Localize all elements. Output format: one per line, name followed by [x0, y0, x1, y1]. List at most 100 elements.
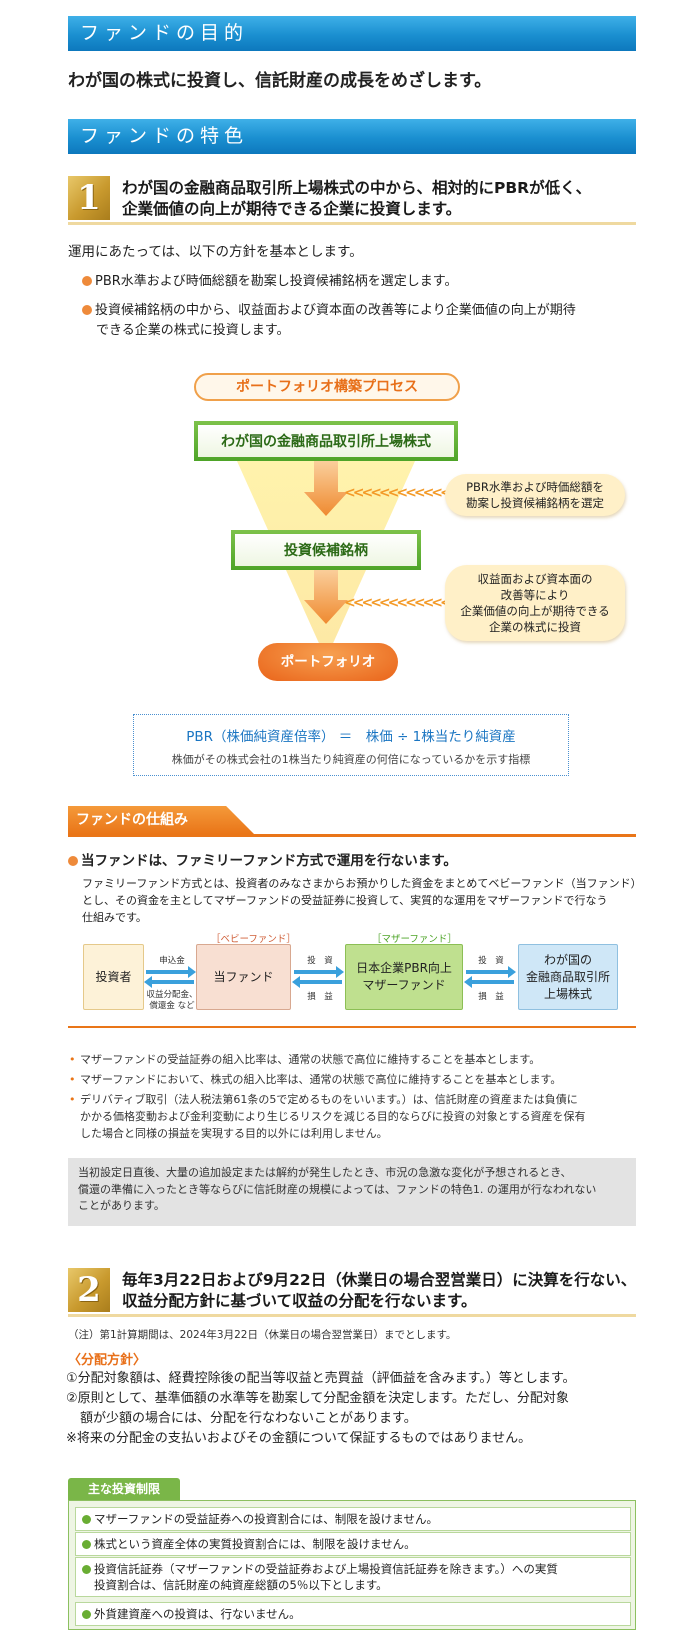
note-item: デリバティブ取引（法人税法第61条の5で定めるものをいいます。）は、信託財産の資…	[68, 1091, 640, 1142]
chevron-left-icon: <<<<<<<<<<<<	[344, 595, 452, 611]
note-item: マザーファンドにおいて、株式の組入比率は、通常の状態で高位に維持することを基本と…	[68, 1071, 640, 1088]
limit-text: 外貨建資産への投資は、行ないません。	[94, 1607, 301, 1621]
caveat-line: 償還の準備に入ったとき等ならびに信託財産の規模によっては、ファンドの特色1. の…	[78, 1182, 597, 1196]
note-line: 勘案し投資候補銘柄を選定	[466, 496, 604, 510]
purpose-text: わが国の株式に投資し、信託財産の成長をめざします。	[68, 71, 492, 91]
feature-2-title-line2: 収益分配方針に基づいて収益の分配を行ないます。	[122, 1292, 477, 1310]
step-listed-stocks-label: わが国の金融商品取引所上場株式	[198, 425, 454, 457]
limit-item: マザーファンドの受益証券への投資割合には、制限を設けません。	[75, 1507, 631, 1531]
down-arrow-icon	[304, 566, 348, 624]
bullet-dot-icon	[82, 305, 92, 315]
mother-fund-line: 日本企業PBR向上	[356, 961, 452, 975]
desc-line: 仕組みです。	[82, 911, 147, 924]
bullet-dot-icon	[68, 856, 78, 866]
feature-1-rule	[68, 222, 636, 225]
arrow-left-icon	[144, 976, 194, 988]
step-listed-stocks: わが国の金融商品取引所上場株式	[194, 421, 458, 461]
arrow-right-icon	[466, 966, 516, 978]
limit-text-cont: 投資割合は、信託財産の純資産総額の5％以下とします。	[94, 1578, 388, 1592]
note-line: 収益面および資本面の	[477, 572, 593, 586]
baby-fund-box: 当ファンド	[196, 944, 291, 1010]
policy-line: 額が少額の場合には、分配を行なわないことがあります。	[80, 1411, 417, 1426]
bullet-dot-icon	[82, 276, 92, 286]
chevron-left-icon: <<<<<<<<<<<<	[344, 485, 452, 501]
investor-box: 投資者	[83, 944, 144, 1010]
feature-2-title: 毎年3月22日および9月22日（休業日の場合翌営業日）に決算を行ない、 収益分配…	[122, 1270, 636, 1312]
features-heading: ファンドの特色	[68, 119, 636, 154]
mechanism-rule-bottom	[68, 1026, 636, 1028]
desc-line: ファミリーファンド方式とは、投資者のみなさまからお預かりした資金をまとめてベビー…	[82, 877, 642, 890]
limit-text: 投資信託証券（マザーファンドの受益証券および上場投資信託証券を除きます。）への実…	[94, 1562, 558, 1576]
note-line: 企業の株式に投資	[489, 620, 581, 634]
bullet-dot-icon	[82, 1610, 91, 1619]
feature-2-rule	[68, 1314, 636, 1317]
bullet-dot-icon	[82, 1565, 91, 1574]
note-line: PBR水準および時価総額を	[466, 480, 604, 494]
market-box: わが国の 金融商品取引所 上場株式	[518, 944, 618, 1010]
bullet-text: 投資候補銘柄の中から、収益面および資本面の改善等により企業価値の向上が期待	[95, 303, 576, 318]
limit-item: 投資信託証券（マザーファンドの受益証券および上場投資信託証券を除きます。）への実…	[75, 1557, 631, 1597]
mechanism-description: ファミリーファンド方式とは、投資者のみなさまからお預かりした資金をまとめてベビー…	[82, 875, 642, 926]
feature-2-number: 2	[68, 1268, 110, 1312]
market-line: 金融商品取引所	[525, 969, 610, 984]
feature-1-title: わが国の金融商品取引所上場株式の中から、相対的にPBRが低く、 企業価値の向上が…	[122, 178, 591, 220]
purpose-heading: ファンドの目的	[68, 16, 636, 51]
caveat-line: ことがあります。	[78, 1199, 165, 1212]
limits-box: マザーファンドの受益証券への投資割合には、制限を設けません。 株式という資産全体…	[68, 1500, 636, 1630]
limit-item: 外貨建資産への投資は、行ないません。	[75, 1602, 631, 1626]
policy-line: ②原則として、基準価額の水準等を勘案して分配金額を決定します。ただし、分配対象	[66, 1391, 569, 1406]
limits-tab: 主な投資制限	[68, 1478, 180, 1500]
distribution-policy-title: 〈分配方針〉	[68, 1353, 147, 1368]
limit-text: マザーファンドの受益証券への投資割合には、制限を設けません。	[94, 1512, 438, 1526]
policy-line: ①分配対象額は、経費控除後の配当等収益と売買益（評価益を含みます。）等とします。	[66, 1371, 576, 1386]
mechanism-lead-text: 当ファンドは、ファミリーファンド方式で運用を行ないます。	[81, 853, 457, 869]
market-line: わが国の	[543, 952, 592, 967]
arrow-right-icon	[294, 966, 344, 978]
policy-line: ※将来の分配金の支払いおよびその金額について保証するものではありません。	[66, 1431, 532, 1446]
feature-1-intro: 運用にあたっては、以下の方針を基本とします。	[68, 244, 363, 260]
operation-caveat: 当初設定日直後、大量の追加設定または解約が発生したとき、市況の急激な変化が予想さ…	[68, 1158, 636, 1226]
arrow-left-icon	[464, 976, 514, 988]
profit-label: 損 益	[307, 992, 333, 1002]
desc-line: とし、その資金を主としてマザーファンドの受益証券に投資して、実質的な運用をマザー…	[82, 894, 608, 907]
feature-2-title-line1: 毎年3月22日および9月22日（休業日の場合翌営業日）に決算を行ない、	[122, 1271, 637, 1289]
baby-fund-label: ［ベビーファンド］	[211, 934, 296, 945]
feature-1-bullet-2: 投資候補銘柄の中から、収益面および資本面の改善等により企業価値の向上が期待 でき…	[82, 301, 642, 341]
bullet-dot-icon	[82, 1515, 91, 1524]
arrow-right-icon	[146, 966, 196, 978]
feature-1-title-line2: 企業価値の向上が期待できる企業に投資します。	[122, 200, 462, 218]
feature-1-number: 1	[68, 176, 110, 220]
redeem-label: 収益分配金、 償還金 など	[144, 990, 200, 1012]
pbr-definition-box: PBR（株価純資産倍率） ＝ 株価 ÷ 1株当たり純資産 株価がその株式会社の1…	[133, 714, 569, 776]
redeem-line: 収益分配金、	[146, 990, 198, 1000]
pbr-formula: PBR（株価純資産倍率） ＝ 株価 ÷ 1株当たり純資産	[186, 729, 516, 745]
note-line: 改善等により	[500, 588, 570, 602]
mechanism-lead: 当ファンドは、ファミリーファンド方式で運用を行ないます。	[68, 851, 457, 871]
invest-label: 投 資	[478, 956, 504, 966]
mother-fund-line: マザーファンド	[362, 978, 446, 992]
limit-text: 株式という資産全体の実質投資割合には、制限を設けません。	[94, 1537, 416, 1551]
process-title: ポートフォリオ構築プロセス	[194, 373, 460, 401]
redeem-line: 償還金 など	[149, 1001, 195, 1011]
feature-1-title-line1: わが国の金融商品取引所上場株式の中から、相対的にPBRが低く、	[122, 179, 592, 197]
feature-1-bullet-1: PBR水準および時価総額を勘案し投資候補銘柄を選定します。	[82, 272, 642, 292]
note-line: デリバティブ取引（法人税法第61条の5で定めるものをいいます。）は、信託財産の資…	[80, 1093, 578, 1106]
distribution-policy: ①分配対象額は、経費控除後の配当等収益と売買益（評価益を含みます。）等とします。…	[66, 1369, 642, 1449]
profit-label: 損 益	[478, 992, 504, 1002]
first-period-note: （注）第1計算期間は、2024年3月22日（休業日の場合翌営業日）までとします。	[68, 1329, 457, 1341]
note-line: かかる価格変動および金利変動により生じるリスクを減じる目的ならびに投資の対象とす…	[80, 1110, 586, 1123]
mother-fund-box: 日本企業PBR向上 マザーファンド	[345, 944, 463, 1010]
mechanism-notes: マザーファンドの受益証券の組入比率は、通常の状態で高位に維持することを基本としま…	[68, 1051, 640, 1145]
subscribe-label: 申込金	[159, 956, 185, 966]
process-note-1: PBR水準および時価総額を 勘案し投資候補銘柄を選定	[445, 474, 625, 516]
mechanism-tab: ファンドの仕組み	[68, 806, 254, 834]
bullet-text-cont: できる企業の株式に投資します。	[96, 323, 290, 338]
pbr-description: 株価がその株式会社の1株当たり純資産の何倍になっているかを示す指標	[171, 753, 531, 766]
bullet-dot-icon	[82, 1540, 91, 1549]
limit-item: 株式という資産全体の実質投資割合には、制限を設けません。	[75, 1532, 631, 1556]
mother-fund-label: ［マザーファンド］	[372, 934, 457, 945]
caveat-line: 当初設定日直後、大量の追加設定または解約が発生したとき、市況の急激な変化が予想さ…	[78, 1166, 572, 1179]
process-note-2: 収益面および資本面の 改善等により 企業価値の向上が期待できる 企業の株式に投資	[445, 565, 625, 641]
arrow-left-icon	[292, 976, 342, 988]
flow-arrows	[144, 966, 516, 988]
